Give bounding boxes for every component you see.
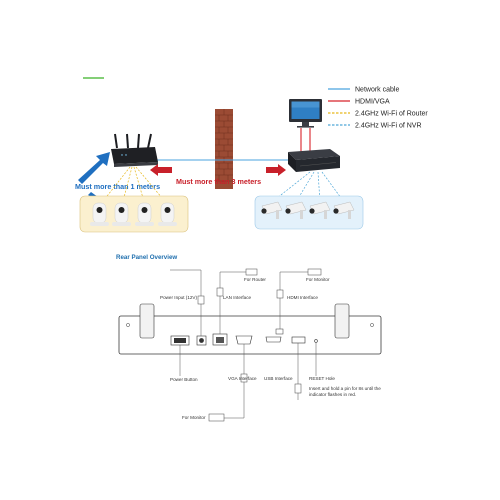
- indoor-camera: [135, 202, 154, 226]
- hdmi-port: [265, 336, 282, 343]
- rear-panel-callout-lines: [170, 269, 317, 419]
- rear-panel-title: Rear Panel Overview: [116, 254, 177, 261]
- indoor-camera: [90, 202, 109, 226]
- reset-note-line-1: Insert and hold a pin for 8s until the: [309, 386, 381, 391]
- usb-interface-label: USB Interface: [264, 376, 293, 381]
- for-router-label: For Router: [244, 277, 266, 282]
- for-monitor-top-label: For Monitor: [306, 277, 330, 282]
- legend-nvr-wifi: 2.4GHz Wi-Fi of NVR: [355, 123, 422, 130]
- indoor-camera-group: [79, 195, 189, 233]
- usb-port: [291, 336, 306, 344]
- lan-interface-label: LAN Interface: [223, 295, 252, 300]
- router: [111, 133, 158, 167]
- vga-interface-label: VGA Interface: [228, 376, 257, 381]
- vga-port: [235, 335, 253, 345]
- nvr-distance-note: Must more than 3 meters: [176, 177, 261, 186]
- reset-note-line-2: indicator flashes in red.: [309, 392, 356, 397]
- connector-plugs: [197, 268, 322, 422]
- nvr-recorder: [288, 149, 340, 172]
- hdmi-interface-label: HDMI Interface: [287, 295, 318, 300]
- bullet-camera: [333, 201, 355, 219]
- reset-hole: [314, 339, 318, 343]
- brick-wall: [215, 109, 233, 189]
- power-input-label: Power Input (12V): [160, 295, 197, 300]
- nvr-distance-arrows: [150, 164, 286, 176]
- bullet-camera: [285, 201, 307, 219]
- legend-hdmi-vga: HDMI/VGA: [355, 99, 390, 106]
- legend: Network cable HDMI/VGA 2.4GHz Wi-Fi of R…: [328, 87, 428, 130]
- legend-network-cable: Network cable: [355, 87, 399, 94]
- monitor: [289, 99, 322, 128]
- outdoor-camera-group: [254, 195, 364, 230]
- bullet-camera: [261, 201, 283, 219]
- power-button-label: Power Button: [170, 377, 198, 382]
- indoor-camera: [112, 202, 131, 226]
- router-distance-note: Must more than 1 meters: [75, 182, 160, 191]
- reset-hole-label: RESET Hole: [309, 376, 335, 381]
- for-monitor-bottom-label: For Monitor: [182, 415, 206, 420]
- bullet-camera: [309, 201, 331, 219]
- indoor-camera: [158, 202, 177, 226]
- legend-router-wifi: 2.4GHz Wi-Fi of Router: [355, 111, 428, 118]
- rear-panel-device: [118, 303, 382, 355]
